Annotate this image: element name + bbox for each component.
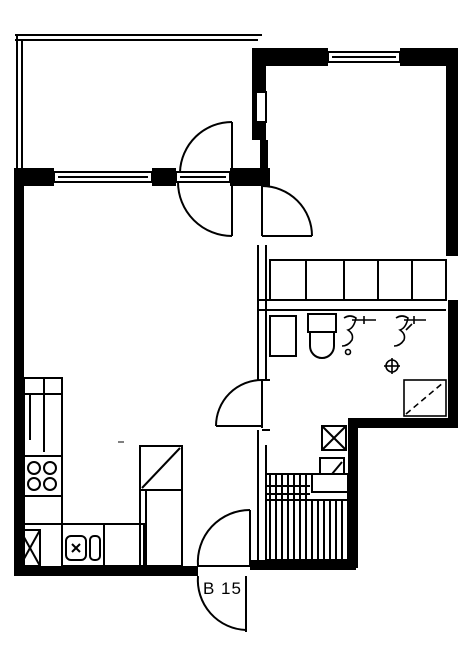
fridge [19,529,41,567]
dishwasher [103,523,145,567]
stove [27,461,57,491]
walls [14,48,458,576]
window-bedroom-right [175,171,231,183]
door-bedroom [177,121,233,237]
kitchen-counter [23,377,63,569]
door-right-room [261,185,313,237]
kitchen-sink [61,523,105,567]
window-bedroom [53,171,153,183]
bathroom-cabinet [269,315,297,357]
floor-drain [384,358,400,374]
bedroom [15,34,262,172]
toilet [307,313,337,359]
electric-box [321,425,347,451]
door-hall [215,379,263,428]
wardrobe [269,259,447,301]
entrance-door [196,508,251,632]
sink [341,315,376,356]
shower-tap [393,315,426,347]
shower-area [403,379,447,417]
stairs [265,473,349,561]
unit-label: B 15 [203,579,242,598]
tall-cabinet [139,445,183,567]
partition-duct [255,91,267,123]
window-top-right [327,51,401,63]
